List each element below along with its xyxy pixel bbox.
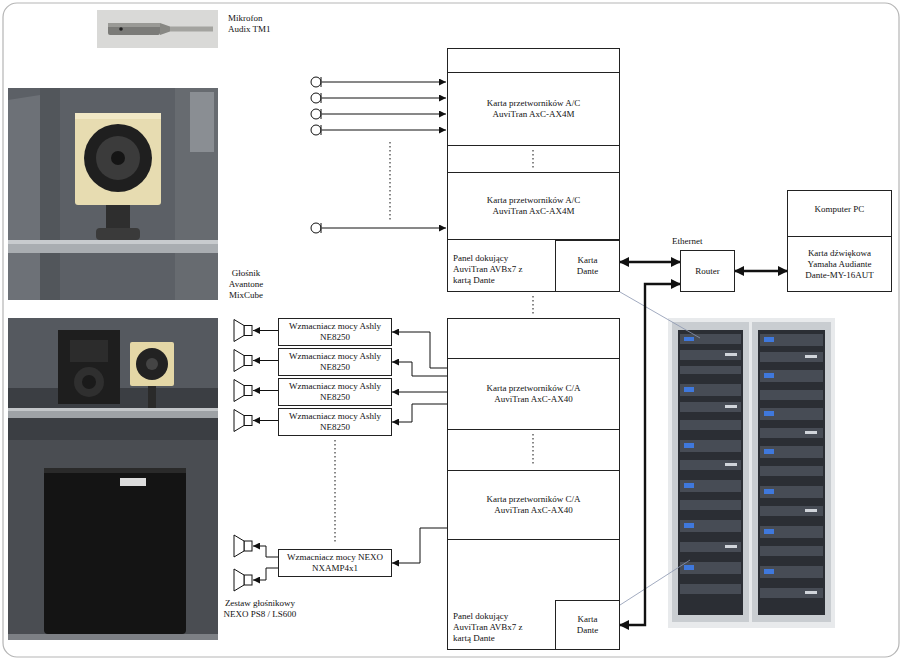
signal-wire [392, 404, 447, 422]
ethernet-link [735, 270, 787, 272]
signal-wire [392, 528, 447, 563]
rack-photo [668, 318, 835, 628]
power-amplifier: Wzmacniacz mocy Ashly NE8250 [278, 378, 392, 406]
box-text: Wzmacniacz mocy Ashly NE8250 [285, 351, 385, 373]
signal-wire [392, 332, 447, 368]
photo-caption: Zestaw głośnikowy NEXO PS8 / LS600 [218, 598, 302, 620]
box-text: Karta Dante [568, 255, 608, 277]
converter-card: Karta przetworników C/A AuviTran AxC-AX4… [447, 358, 620, 430]
docking-panel-frame: Panel dokujący AuviTran AVBx7 z kartą Da… [447, 318, 620, 650]
microphone-wire [322, 82, 446, 228]
power-amplifier: Wzmacniacz mocy NEXO NXAMP4x1 [278, 549, 392, 577]
loudspeaker-symbol [234, 320, 252, 592]
ethernet-link [620, 261, 680, 263]
microphone-symbol [311, 77, 321, 233]
page-frame [3, 3, 899, 657]
converter-card: Karta przetworników A/C AuviTran AxC-AX4… [447, 72, 620, 146]
photo-caption: Głośnik Avantone MixCube [220, 268, 272, 301]
box-text: Karta przetworników A/C AuviTran AxC-AX4… [478, 195, 590, 217]
microphone-photo [97, 10, 218, 48]
speaker-wire [253, 331, 278, 581]
sound-card: Karta dźwiękowa Yamaha Audiante Dante-MY… [787, 236, 892, 292]
power-amplifier: Wzmacniacz mocy Ashly NE8250 [278, 408, 392, 436]
converter-card: Karta przetworników A/C AuviTran AxC-AX4… [447, 172, 620, 240]
box-text: Karta przetworników A/C AuviTran AxC-AX4… [478, 98, 590, 120]
ethernet-link [620, 284, 680, 625]
box-text: Wzmacniacz mocy Ashly NE8250 [285, 381, 385, 403]
power-amplifier: Wzmacniacz mocy Ashly NE8250 [278, 318, 392, 346]
speaker-photo [8, 88, 218, 300]
box-text: Karta przetworników C/A AuviTran AxC-AX4… [478, 494, 590, 516]
dante-card: Karta Dante [555, 600, 620, 650]
leader-line [620, 292, 700, 605]
box-text: Router [695, 266, 720, 277]
network-label: Ethernet [672, 236, 742, 247]
box-text: Wzmacniacz mocy Ashly NE8250 [285, 321, 385, 343]
photo-caption: Mikrofon Audix TM1 [228, 13, 278, 35]
speaker-set-photo [8, 318, 218, 640]
signal-wire [392, 392, 447, 393]
box-text: Karta dźwiękowa Yamaha Audiante Dante-MY… [795, 248, 885, 281]
computer-box: Komputer PC Karta dźwiękowa Yamaha Audian… [787, 190, 892, 292]
box-text: Wzmacniacz mocy NEXO NXAMP4x1 [285, 552, 385, 574]
frame-heading: Panel dokujący AuviTran AVBx7 z kartą Da… [453, 253, 527, 286]
router-box: Router [680, 250, 735, 292]
box-text: Karta przetworników C/A AuviTran AxC-AX4… [478, 383, 590, 405]
frame-heading: Komputer PC [788, 204, 891, 215]
dante-card: Karta Dante [555, 240, 620, 292]
power-amplifier: Wzmacniacz mocy Ashly NE8250 [278, 348, 392, 376]
box-text: Karta Dante [568, 614, 608, 636]
signal-wire [392, 362, 447, 376]
converter-card: Karta przetworników C/A AuviTran AxC-AX4… [447, 470, 620, 540]
frame-heading: Panel dokujący AuviTran AVBx7 z kartą Da… [453, 611, 527, 644]
box-text: Wzmacniacz mocy Ashly NE8250 [285, 411, 385, 433]
docking-panel-frame: Panel dokujący AuviTran AVBx7 z kartą Da… [447, 48, 620, 292]
